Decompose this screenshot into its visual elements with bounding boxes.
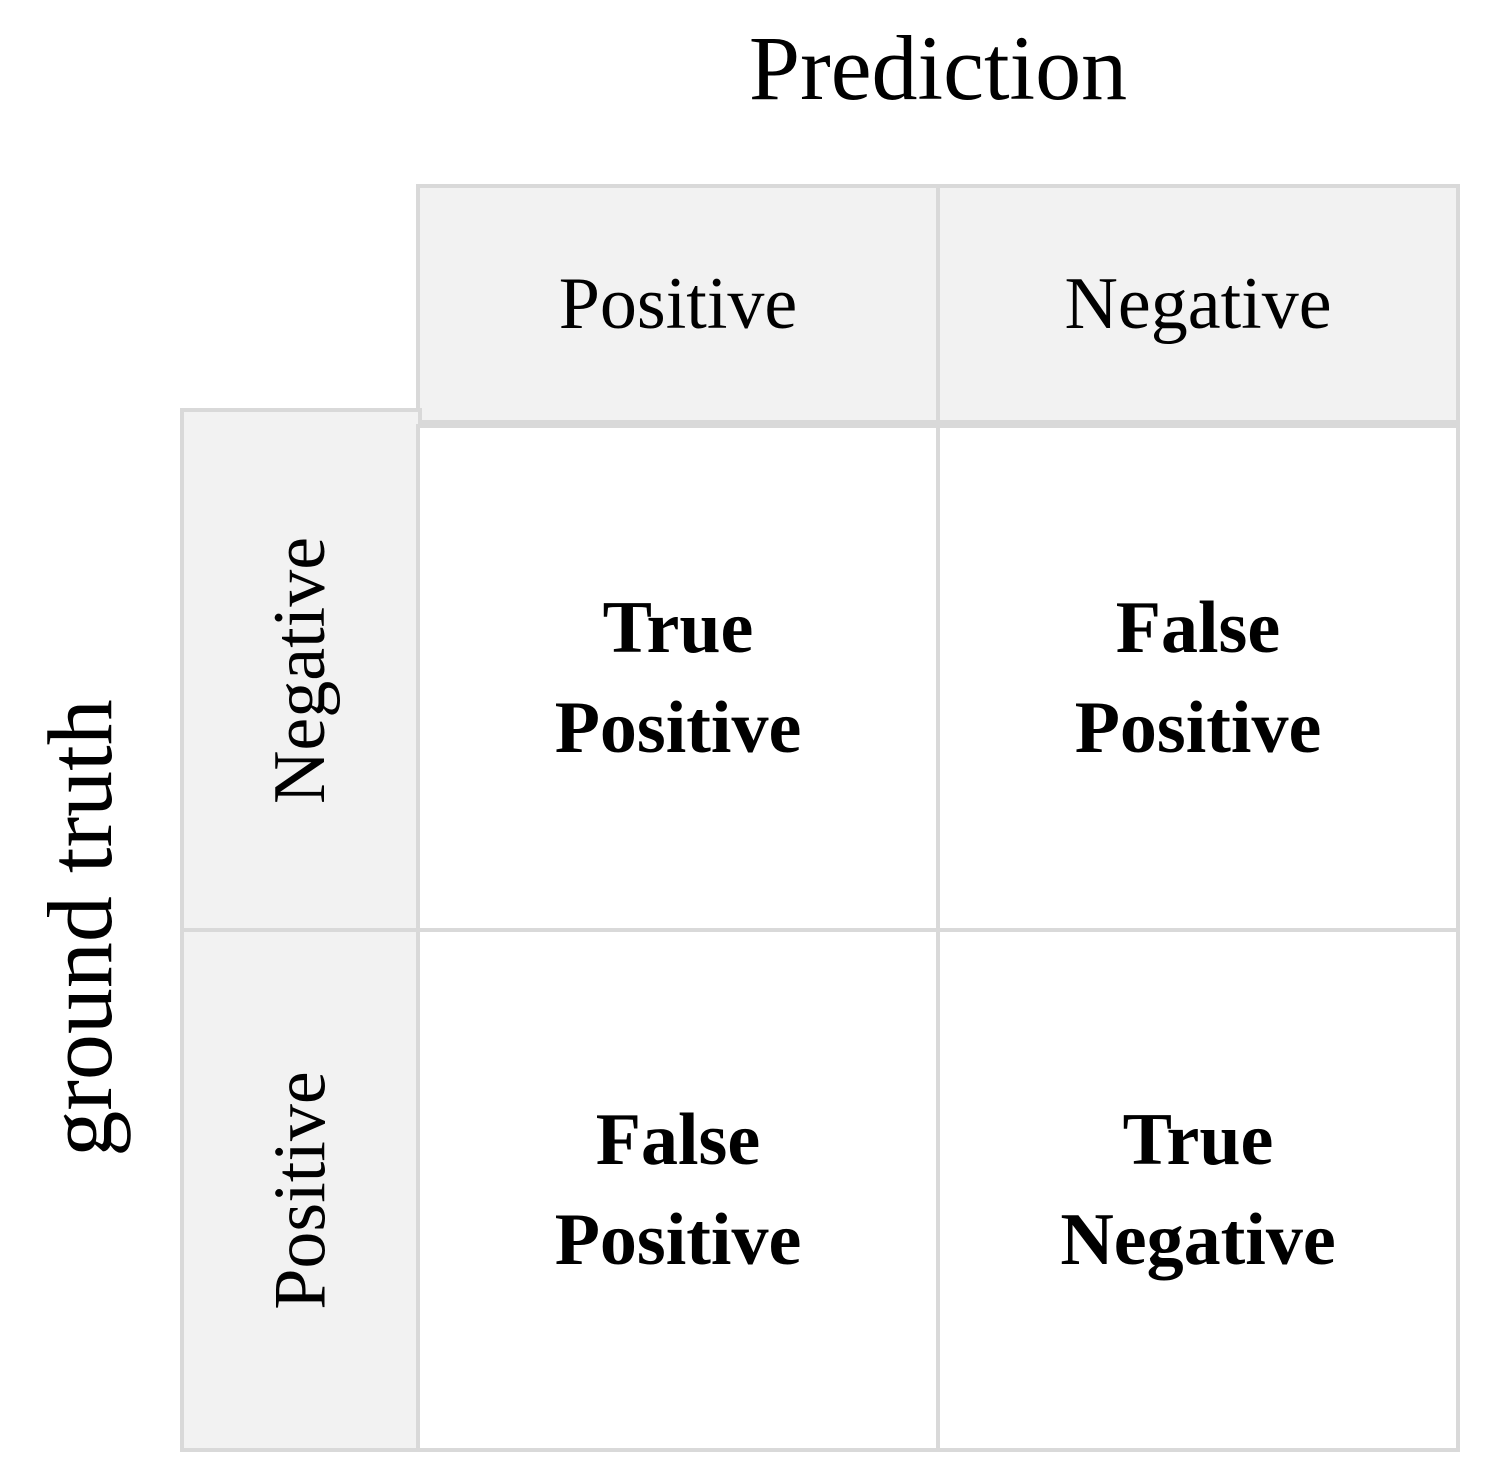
ground-truth-title: ground truth [29, 699, 131, 1157]
cell-line: False [595, 1099, 761, 1181]
row-header-positive: Positive [180, 928, 422, 1452]
cell-false-positive-bottom: False Positive [416, 928, 940, 1452]
row-header-negative-label: Negative [259, 536, 342, 804]
column-header-positive: Positive [416, 184, 940, 424]
cell-true-negative: True Negative [936, 928, 1460, 1452]
cell-line: Positive [1074, 687, 1322, 769]
column-header-negative-label: Negative [1064, 262, 1332, 345]
row-header-positive-label: Positive [259, 1070, 342, 1310]
row-header-negative: Negative [180, 408, 422, 932]
cell-line: Negative [1060, 1199, 1336, 1281]
cell-line: True [602, 587, 754, 669]
column-header-positive-label: Positive [558, 262, 798, 345]
cell-line: False [1115, 587, 1281, 669]
prediction-title: Prediction [748, 17, 1128, 119]
cell-line: Positive [554, 1199, 802, 1281]
cell-false-positive-top: False Positive [936, 424, 1460, 932]
cell-true-positive: True Positive [416, 424, 940, 932]
cell-line: True [1122, 1099, 1274, 1181]
column-header-negative: Negative [936, 184, 1460, 424]
cell-line: Positive [554, 687, 802, 769]
